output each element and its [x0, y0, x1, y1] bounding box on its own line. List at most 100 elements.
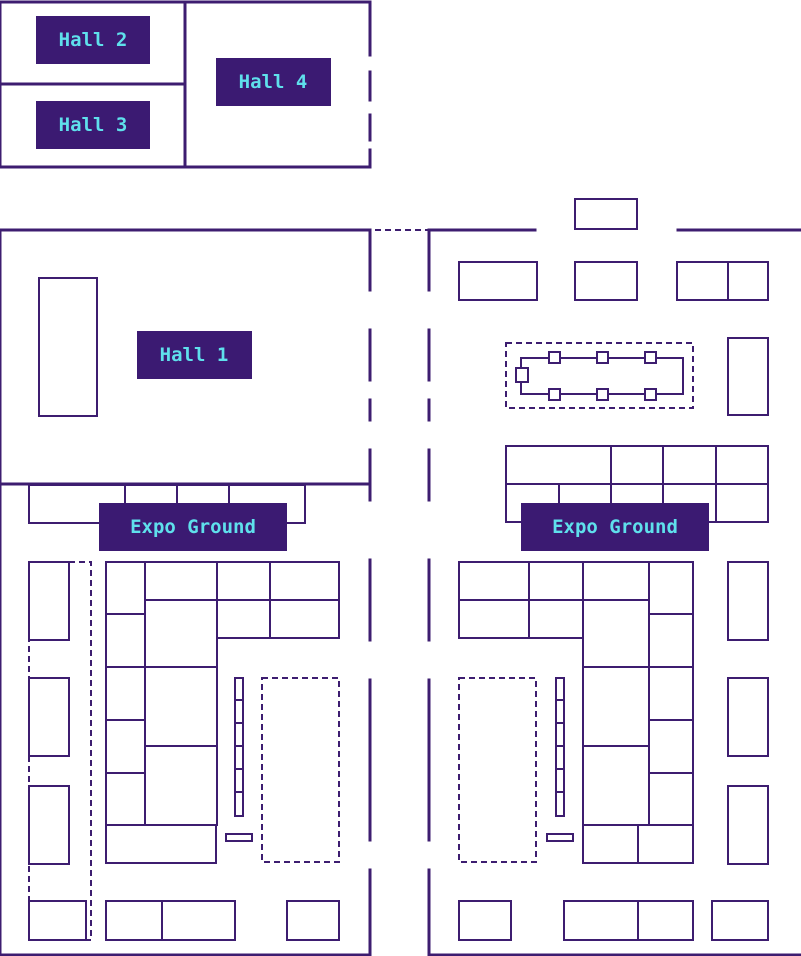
booth[interactable] — [648, 613, 694, 668]
booth[interactable] — [727, 677, 769, 757]
small-stand — [234, 745, 244, 770]
right-building — [427, 198, 801, 956]
booth[interactable] — [105, 666, 146, 721]
booth[interactable] — [610, 445, 664, 485]
booth[interactable] — [715, 445, 769, 485]
small-stand — [234, 699, 244, 724]
booth[interactable] — [28, 677, 70, 757]
chair — [596, 351, 609, 364]
open-area — [261, 677, 340, 863]
booth[interactable] — [269, 561, 340, 601]
booth[interactable] — [458, 261, 538, 301]
booth[interactable] — [269, 599, 340, 639]
booth[interactable] — [176, 484, 230, 506]
chair — [644, 388, 657, 401]
hall-1-label-text: Hall 1 — [160, 344, 229, 366]
booth[interactable] — [105, 561, 146, 615]
chair — [644, 351, 657, 364]
booth[interactable] — [458, 599, 530, 639]
expo-ground-left-label[interactable]: Expo Ground — [99, 503, 287, 551]
booth[interactable] — [727, 337, 769, 416]
hall-4-label-box — [216, 58, 331, 106]
hall-2-label[interactable]: Hall 2 — [36, 16, 150, 64]
booth[interactable] — [28, 561, 70, 641]
booth[interactable] — [676, 261, 729, 301]
booth[interactable] — [458, 561, 530, 601]
booth[interactable] — [144, 561, 218, 601]
top-building — [0, 0, 372, 169]
booth[interactable] — [582, 561, 650, 601]
booth[interactable] — [144, 745, 218, 826]
hall-4-label[interactable]: Hall 4 — [216, 58, 331, 106]
booth[interactable] — [582, 666, 650, 747]
expo-ground-right-label-box — [521, 503, 709, 551]
booth[interactable] — [38, 277, 98, 417]
booth[interactable] — [105, 824, 217, 864]
booth[interactable] — [582, 745, 650, 826]
small-stand — [555, 745, 565, 770]
booth[interactable] — [563, 900, 639, 941]
booth[interactable] — [648, 772, 694, 826]
booth[interactable] — [124, 484, 178, 506]
hall-3-label-box — [36, 101, 150, 149]
booth[interactable] — [105, 719, 146, 774]
booth[interactable] — [582, 824, 639, 864]
booth[interactable] — [637, 900, 694, 941]
booth[interactable] — [144, 666, 218, 747]
left-expo-booths — [28, 561, 340, 941]
expo-ground-right-label[interactable]: Expo Ground — [521, 503, 709, 551]
booth[interactable] — [505, 445, 612, 485]
booth[interactable] — [727, 261, 769, 301]
small-stand[interactable] — [546, 833, 574, 842]
booth[interactable] — [28, 785, 70, 865]
hall-1-label-box — [137, 331, 252, 379]
booth[interactable] — [528, 561, 584, 601]
booth[interactable] — [637, 824, 694, 864]
expo-ground-left-label-box — [99, 503, 287, 551]
expo-ground-left-label-text: Expo Ground — [130, 516, 256, 538]
booth[interactable] — [711, 900, 769, 941]
aisle-outline — [28, 561, 92, 941]
booth[interactable] — [715, 483, 769, 523]
booth[interactable] — [105, 613, 146, 668]
hall-3-label-text: Hall 3 — [59, 114, 128, 136]
booth[interactable] — [28, 900, 87, 941]
booth[interactable] — [648, 719, 694, 774]
hall-2-label-text: Hall 2 — [59, 29, 128, 51]
booth[interactable] — [161, 900, 236, 941]
booth[interactable] — [528, 599, 584, 639]
booth[interactable] — [144, 599, 218, 668]
booth[interactable] — [727, 561, 769, 641]
chair — [548, 351, 561, 364]
hall-2-label-box — [36, 16, 150, 64]
booth[interactable] — [727, 785, 769, 865]
chair — [548, 388, 561, 401]
expo-ground-right-label-text: Expo Ground — [552, 516, 678, 538]
booth[interactable] — [105, 900, 163, 941]
small-stand — [555, 791, 565, 817]
booth[interactable] — [574, 261, 638, 301]
open-area — [458, 677, 537, 863]
booth[interactable] — [458, 900, 512, 941]
meeting-area — [505, 342, 694, 409]
booth[interactable] — [105, 772, 146, 826]
small-stand — [555, 699, 565, 724]
booth[interactable] — [648, 561, 694, 615]
entrance-kiosk[interactable] — [574, 198, 638, 230]
hall-1-label[interactable]: Hall 1 — [137, 331, 252, 379]
hall-3-label[interactable]: Hall 3 — [36, 101, 150, 149]
right-building-walls — [427, 228, 801, 956]
booth[interactable] — [286, 900, 340, 941]
small-stand[interactable] — [225, 833, 253, 842]
top-building-walls — [0, 0, 372, 169]
booth[interactable] — [662, 445, 717, 485]
booth[interactable] — [648, 666, 694, 721]
booth[interactable] — [582, 599, 650, 668]
booth[interactable] — [216, 599, 271, 639]
chair — [596, 388, 609, 401]
booth[interactable] — [216, 561, 271, 601]
hall-4-label-text: Hall 4 — [239, 71, 308, 93]
small-stand — [234, 791, 244, 817]
chair — [515, 367, 529, 383]
